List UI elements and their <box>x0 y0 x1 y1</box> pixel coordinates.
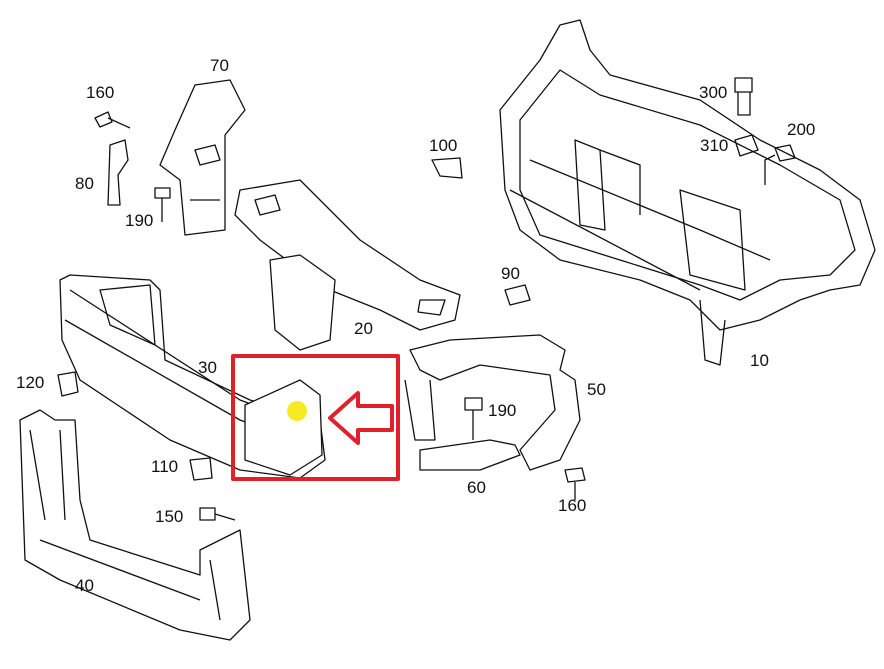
part-10-front-carrier <box>499 19 876 366</box>
callout-20: 20 <box>354 319 373 338</box>
callout-300: 300 <box>699 83 728 102</box>
callout-200: 200 <box>787 120 816 139</box>
callout-100: 100 <box>429 136 458 155</box>
part-110-bracket <box>189 457 213 481</box>
part-310-nut <box>734 134 759 157</box>
callout-110: 110 <box>151 457 179 476</box>
callout-40: 40 <box>75 576 94 595</box>
part-100-bracket <box>431 157 463 179</box>
callout-190: 190 <box>125 211 154 230</box>
callout-10: 10 <box>750 351 769 370</box>
callout-160: 160 <box>86 83 115 102</box>
part-150-bolt <box>199 507 236 521</box>
part-90-bracket <box>504 284 531 306</box>
callout-90: 90 <box>501 264 520 283</box>
highlighted-part-bracket <box>244 379 323 476</box>
part-160-bolt <box>94 111 131 129</box>
callout-150: 150 <box>155 507 184 526</box>
callout-30: 30 <box>198 358 217 377</box>
callout-190-lower: 190 <box>488 401 517 420</box>
callout-310: 310 <box>700 136 729 155</box>
part-300-fastener <box>734 77 753 116</box>
highlight-box <box>231 354 400 481</box>
callout-50: 50 <box>587 380 606 399</box>
part-200-bolt <box>764 144 796 185</box>
highlight-arrow-icon <box>328 391 394 445</box>
part-120-bracket <box>57 371 79 397</box>
part-190-bolt-lower <box>464 397 483 440</box>
callout-80: 80 <box>75 174 94 193</box>
part-60-brace <box>419 439 521 471</box>
part-70-bracket <box>159 79 246 236</box>
callout-60: 60 <box>467 478 486 497</box>
part-190-bolt <box>154 187 171 222</box>
callout-70: 70 <box>210 56 229 75</box>
part-160-bolt-lower <box>564 467 586 500</box>
highlight-marker <box>287 401 307 421</box>
part-20-upper-crossmember <box>234 179 461 351</box>
part-40-lower-crossmember <box>19 409 251 641</box>
callout-120: 120 <box>16 373 45 392</box>
part-80-bracket <box>107 139 129 206</box>
callout-160-lower: 160 <box>558 496 587 515</box>
part-50-side-bracket <box>404 334 581 471</box>
